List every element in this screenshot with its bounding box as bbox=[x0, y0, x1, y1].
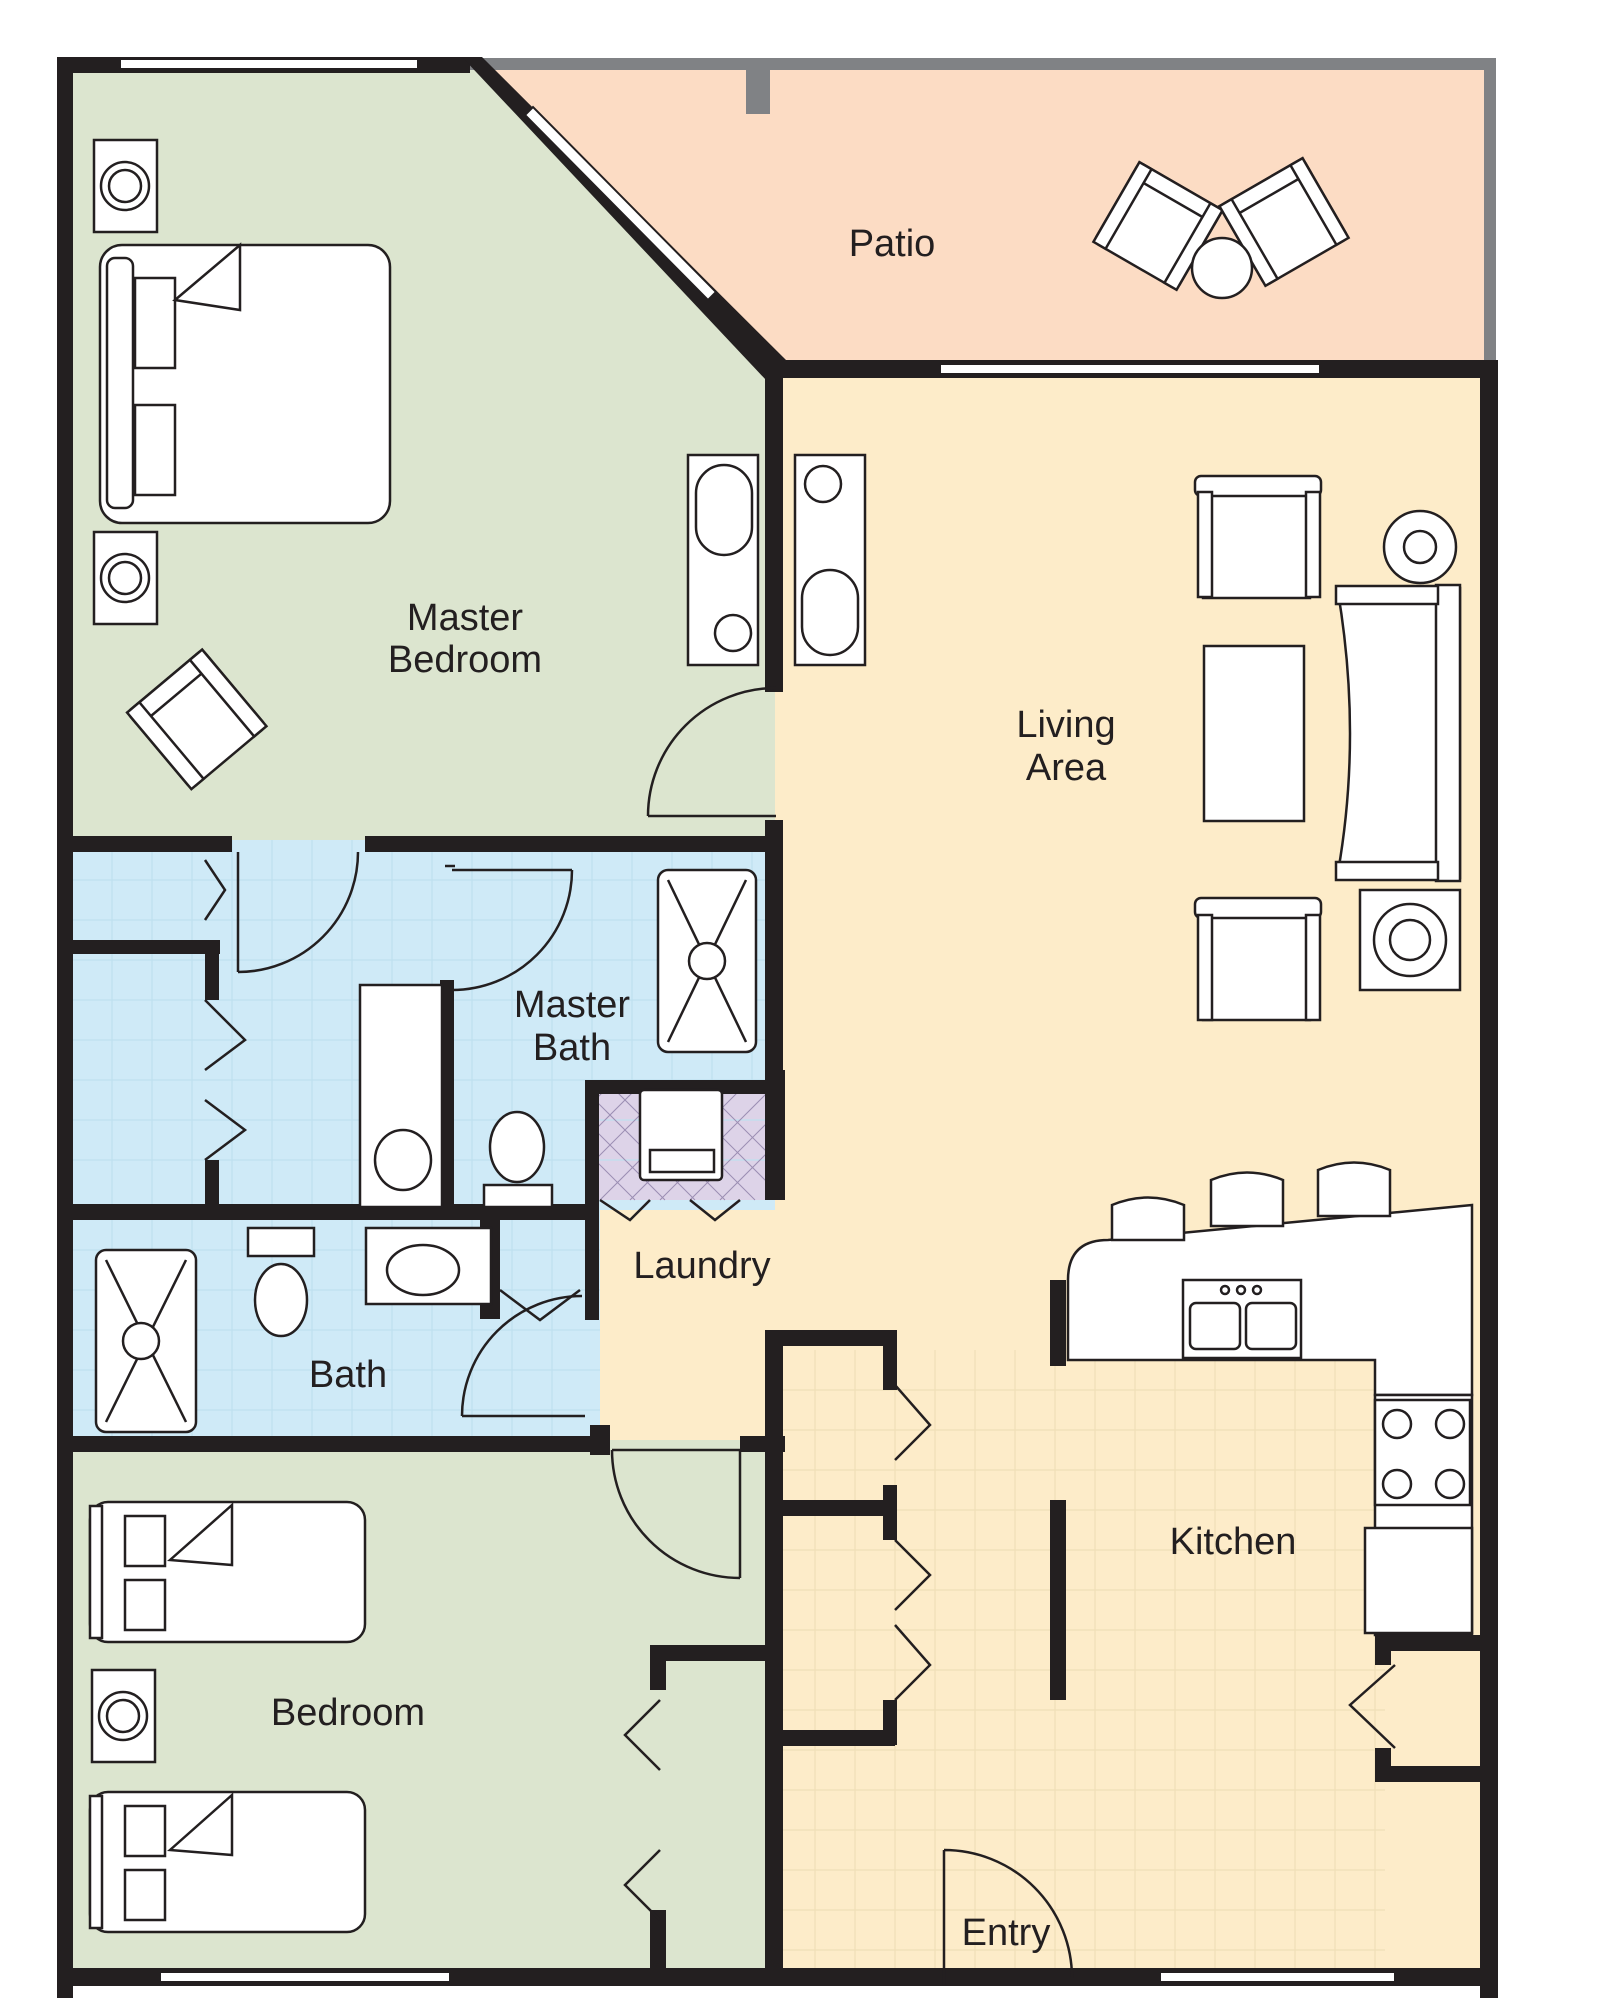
label-master-bath-line2: Bath bbox=[533, 1027, 611, 1069]
label-living-area-line2: Area bbox=[1026, 747, 1107, 789]
label-master-bedroom-line2: Bedroom bbox=[388, 639, 542, 681]
patio-railing-top bbox=[470, 58, 1496, 70]
label-entry: Entry bbox=[962, 1912, 1051, 1954]
furniture bbox=[88, 138, 1474, 1934]
label-master-bath-line1: Master bbox=[514, 984, 630, 1026]
label-bath: Bath bbox=[309, 1354, 387, 1396]
windows bbox=[119, 58, 1396, 1983]
patio-post bbox=[746, 68, 770, 114]
room-labels: Patio Master Bedroom Living Area Master … bbox=[271, 223, 1296, 1954]
bar-stool-1 bbox=[1110, 1196, 1186, 1242]
label-master-bedroom-line1: Master bbox=[407, 597, 523, 639]
master-armchair bbox=[125, 647, 269, 791]
label-laundry: Laundry bbox=[633, 1245, 770, 1287]
patio-chair-left bbox=[1091, 160, 1225, 292]
label-patio: Patio bbox=[849, 223, 936, 265]
living-chair-bottom bbox=[1193, 896, 1323, 1022]
label-living-area-line1: Living bbox=[1016, 704, 1115, 746]
bath-toilet-tank bbox=[246, 1226, 316, 1258]
master-toilet-tank bbox=[482, 1183, 554, 1209]
bar-stool-2 bbox=[1209, 1171, 1285, 1228]
kitchen-tiles bbox=[775, 1350, 1385, 1985]
patio-railing-right bbox=[1484, 58, 1496, 363]
living-chair-top bbox=[1193, 474, 1323, 600]
refrigerator bbox=[1363, 1526, 1474, 1635]
patio-table bbox=[1190, 236, 1254, 300]
coffee-table bbox=[1202, 644, 1306, 823]
sofa bbox=[1334, 583, 1462, 883]
label-bedroom: Bedroom bbox=[271, 1692, 425, 1734]
doors bbox=[203, 686, 1396, 1985]
bar-stool-3 bbox=[1316, 1161, 1392, 1218]
label-kitchen: Kitchen bbox=[1170, 1521, 1297, 1563]
